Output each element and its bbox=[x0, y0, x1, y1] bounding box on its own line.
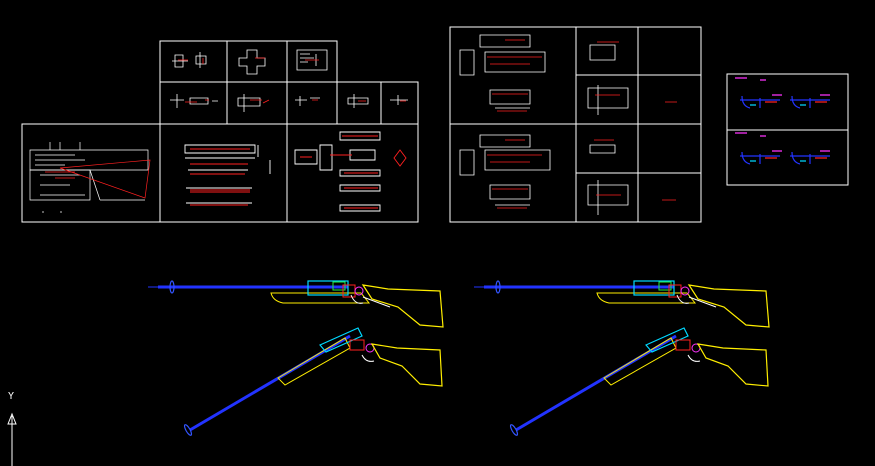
rifle-open-left[interactable] bbox=[183, 327, 443, 436]
part-details-left bbox=[170, 49, 408, 112]
assembly-views-right[interactable] bbox=[726, 73, 849, 186]
sheet-cell[interactable] bbox=[286, 123, 419, 223]
parts-sheet-set-middle[interactable] bbox=[449, 26, 702, 223]
parts-sheet-set-left[interactable] bbox=[21, 40, 419, 223]
mini-assembly-views bbox=[735, 77, 830, 165]
barrel-part-drawings bbox=[184, 144, 271, 206]
ucs-axis-icon bbox=[7, 412, 17, 466]
ucs-axis-label: Y bbox=[8, 391, 15, 402]
part-details-middle bbox=[459, 34, 677, 215]
rifle-open-right[interactable] bbox=[509, 327, 769, 436]
receiver-layout-drawing bbox=[29, 142, 151, 213]
sheet-cell[interactable] bbox=[726, 129, 849, 186]
sheet-cell[interactable] bbox=[637, 172, 702, 223]
mechanism-part-drawings bbox=[294, 131, 407, 212]
